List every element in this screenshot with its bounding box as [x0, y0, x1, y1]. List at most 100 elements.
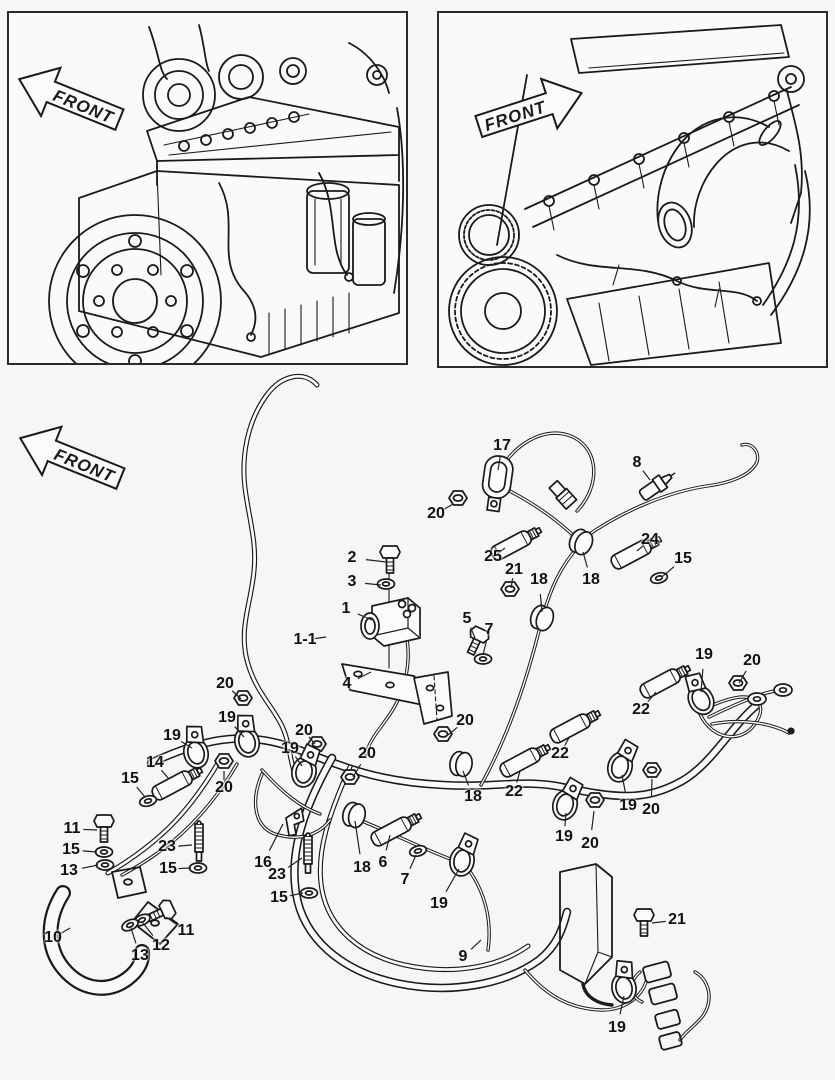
strap-glyph: [478, 453, 516, 514]
connector2-glyph: [547, 478, 578, 510]
leader-line-19: [445, 868, 460, 893]
front-arrow-left-icon: FRONT: [18, 425, 126, 491]
washer-glyph: [299, 887, 319, 899]
leader-line-21: [510, 578, 514, 589]
cyl-glyph: [637, 660, 694, 701]
leader-line-20: [591, 810, 595, 831]
engine-left-art: FRONT: [17, 24, 405, 363]
leader-line-19: [564, 812, 567, 827]
leader-line-11: [83, 828, 98, 831]
leader-line-7: [409, 854, 417, 869]
front-arrow-right-icon: FRONT: [474, 77, 584, 139]
clamp-glyph: [606, 957, 640, 1006]
cyl-glyph: [608, 531, 665, 572]
leader-line-19: [621, 774, 626, 793]
washer-glyph: [119, 916, 141, 934]
leader-line-22: [647, 691, 657, 703]
washer-glyph: [473, 653, 493, 665]
ring-glyph: [747, 692, 767, 706]
bracket4-glyph: [341, 663, 453, 725]
leader-line-22: [516, 770, 521, 783]
engine-right-art: FRONT: [448, 24, 811, 366]
leader-line-20: [738, 670, 747, 684]
stud-glyph: [194, 820, 204, 862]
engine-right-drawing: [448, 24, 811, 366]
leader-line-22: [563, 735, 571, 747]
nut-glyph: [728, 675, 748, 691]
front-arrow-left-icon: FRONT: [17, 66, 125, 132]
nut-glyph: [585, 792, 605, 808]
leader-line-9: [470, 939, 482, 950]
leader-line-19: [234, 726, 245, 738]
leader-line-4: [357, 671, 372, 680]
hardware-layer: [93, 453, 793, 1006]
bolt-glyph: [379, 545, 401, 574]
leader-line-7: [482, 641, 487, 656]
engine-left-drawing: [48, 24, 405, 363]
leader-line-24: [636, 544, 645, 552]
leader-line-18: [582, 551, 588, 568]
leader-line-16: [268, 823, 284, 851]
leader-line-13: [130, 927, 137, 944]
leader-line-19: [619, 995, 625, 1015]
leader-line-20: [352, 764, 362, 778]
cyl-glyph: [488, 522, 545, 563]
bolt-glyph: [93, 814, 115, 843]
cyl-glyph: [497, 739, 554, 780]
leader-line-1-1: [314, 636, 327, 640]
leader-line-20: [447, 726, 458, 736]
leader-line-19: [700, 668, 704, 693]
washer-glyph: [95, 859, 115, 871]
leader-line-2: [365, 559, 387, 563]
leader-line-19: [294, 756, 303, 767]
leader-line-20: [443, 503, 454, 511]
clamp-glyph: [603, 735, 640, 786]
leader-line-11: [165, 916, 178, 926]
leader-line-15: [662, 566, 675, 577]
front-label: FRONT: [51, 445, 118, 487]
leader-line-18: [462, 770, 470, 786]
nut-glyph: [500, 581, 520, 597]
leader-line-15: [82, 850, 98, 853]
leader-line-13: [81, 864, 99, 869]
leader-line-14: [160, 769, 170, 780]
clamp-glyph: [446, 830, 480, 879]
leader-line-6: [385, 834, 391, 851]
relay-glyph: [360, 597, 421, 647]
leader-line-20: [231, 690, 242, 700]
leader-line-10: [60, 927, 71, 935]
leader-line-25: [498, 547, 506, 554]
leader-line-23: [287, 857, 303, 868]
nut-glyph: [233, 690, 253, 706]
engine-left-view-panel: FRONT: [7, 11, 408, 365]
leader-line-5: [470, 627, 476, 639]
engine-right-view-panel: FRONT: [437, 11, 828, 368]
nut-glyph: [448, 490, 468, 506]
stud-glyph: [303, 832, 313, 874]
harness-cover-and-connectors: [388, 569, 795, 1051]
clampS-glyph: [339, 799, 369, 831]
leader-line-18: [539, 593, 543, 613]
leader-line-20: [650, 778, 653, 797]
front-label: FRONT: [50, 86, 117, 128]
clampS-glyph: [447, 749, 475, 779]
nut-glyph: [642, 762, 662, 778]
leader-line-15: [289, 892, 304, 897]
washer-glyph: [188, 862, 208, 874]
leader-lines: [60, 456, 747, 1015]
washer-glyph: [94, 846, 114, 858]
leader-line-15: [136, 786, 146, 798]
leader-line-20: [308, 736, 316, 745]
leader-line-3: [364, 582, 382, 586]
wiring-harness-art: FRONT: [18, 374, 795, 1051]
bolt-glyph: [633, 908, 655, 937]
leader-line-23: [178, 844, 193, 847]
leader-line-21: [651, 920, 666, 924]
washer-glyph: [407, 843, 429, 859]
nut-glyph: [214, 753, 234, 769]
leader-line-17: [497, 456, 501, 471]
cyl-glyph: [547, 705, 604, 746]
ring-glyph: [773, 683, 793, 697]
washer-glyph: [137, 793, 159, 809]
